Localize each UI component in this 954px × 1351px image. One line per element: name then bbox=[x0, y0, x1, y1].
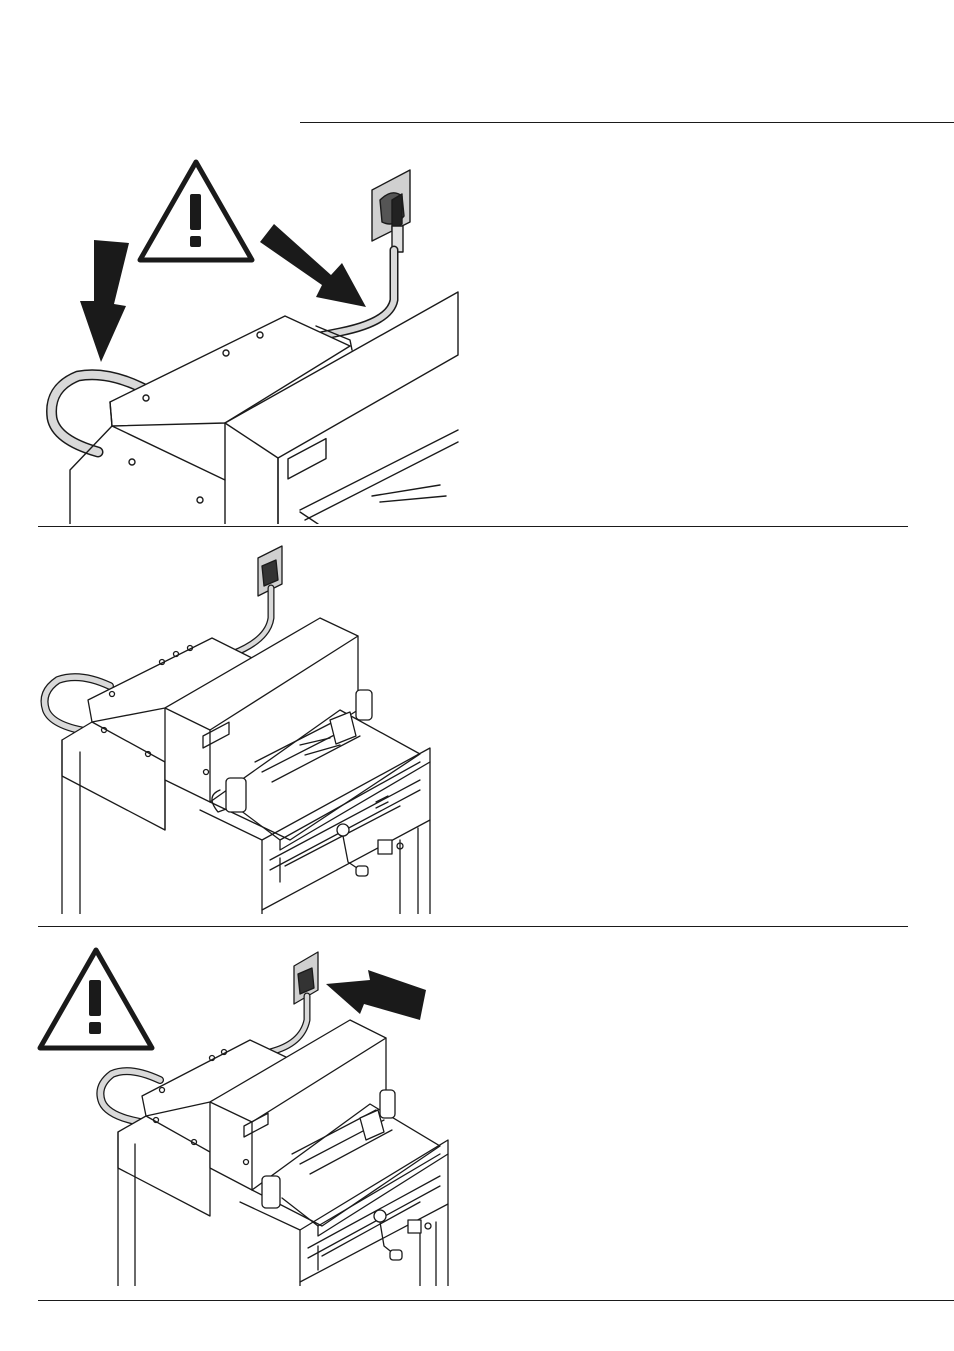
cutter-machine bbox=[62, 618, 430, 914]
step-2-illustration bbox=[0, 540, 954, 914]
panel-divider-2 bbox=[38, 926, 908, 927]
cutter-machine bbox=[118, 1020, 448, 1286]
cutter-machine-top bbox=[70, 292, 458, 524]
top-rule bbox=[300, 122, 954, 123]
wall-socket-icon bbox=[372, 170, 410, 241]
warning-triangle-icon bbox=[140, 162, 252, 260]
bottom-rule bbox=[38, 1300, 954, 1301]
arrow-down-icon bbox=[80, 240, 129, 362]
step-3-illustration bbox=[0, 940, 954, 1286]
panel-divider-1 bbox=[38, 526, 908, 527]
warning-triangle-icon bbox=[40, 950, 152, 1048]
arrow-left-icon bbox=[326, 970, 426, 1020]
step-1-illustration bbox=[0, 140, 954, 524]
arrow-right-down-icon bbox=[260, 224, 366, 307]
power-plug-icon bbox=[392, 194, 403, 252]
